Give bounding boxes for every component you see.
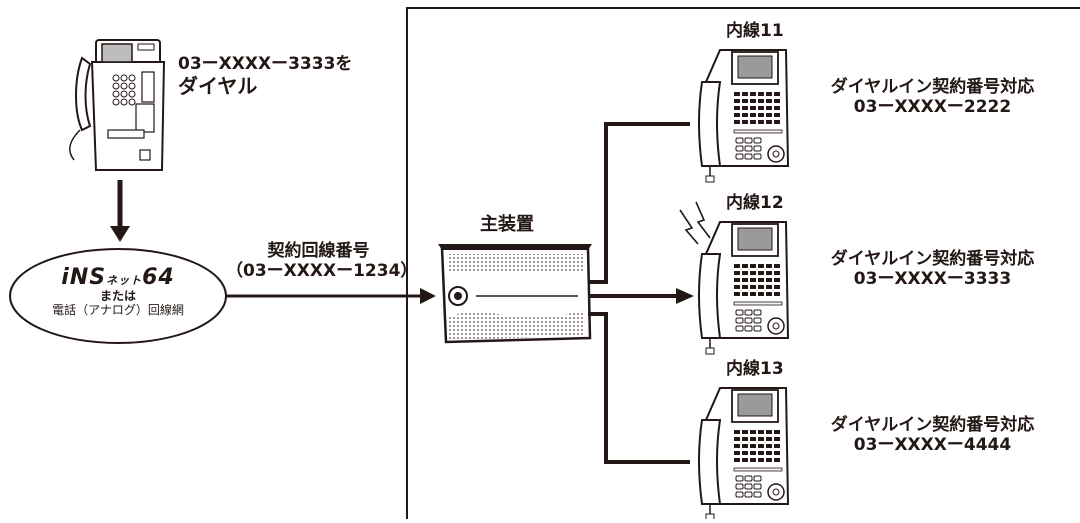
wire-ext11 [588, 124, 690, 282]
network-logo-num: 64 [142, 265, 175, 290]
payphone-icon [70, 40, 164, 170]
dial-instruction-line2: ダイヤル [178, 75, 352, 98]
extension-name: 内線12 [726, 194, 784, 214]
network-logo-net: ネット [106, 274, 142, 287]
extension-number: 03ーXXXXー3333 [800, 270, 1065, 290]
extension-phones [699, 50, 788, 519]
extension-number: 03ーXXXXー2222 [800, 98, 1065, 118]
contract-line-label: 契約回線番号 （03ーXXXXー1234） [226, 242, 411, 281]
contract-line-title: 契約回線番号 [226, 242, 411, 262]
wire-ext12-arrowhead [676, 288, 694, 304]
wire-ext13 [588, 314, 690, 462]
network-logo-ins: iNS [61, 265, 106, 290]
dial-instruction: 03ーXXXXー3333を ダイヤル [178, 55, 352, 98]
extension-name: 内線13 [726, 360, 784, 380]
extension-service-label: ダイヤルイン契約番号対応 [800, 416, 1065, 436]
dial-instruction-line1: 03ーXXXXー3333を [178, 55, 352, 75]
extension-name: 内線11 [726, 22, 784, 42]
main-unit-label: 主装置 [480, 215, 534, 236]
extension-phone-icon [699, 222, 788, 354]
trunk-arrowhead [420, 288, 436, 304]
extension-phone-icon [699, 50, 788, 182]
extension-service-label: ダイヤルイン契約番号対応 [800, 250, 1065, 270]
network-logo: iNSネット64 [18, 265, 218, 290]
extension-number: 03ーXXXXー4444 [800, 436, 1065, 456]
ringing-icon [680, 202, 710, 244]
network-label: iNSネット64 または 電話（アナログ）回線網 [18, 265, 218, 318]
contract-line-number: （03ーXXXXー1234） [226, 262, 411, 282]
network-analog: 電話（アナログ）回線網 [18, 304, 218, 318]
main-unit-icon [438, 244, 592, 342]
payphone-to-network-arrowhead [110, 226, 130, 242]
extension-service-label: ダイヤルイン契約番号対応 [800, 78, 1065, 98]
extension-phone-icon [699, 388, 788, 519]
